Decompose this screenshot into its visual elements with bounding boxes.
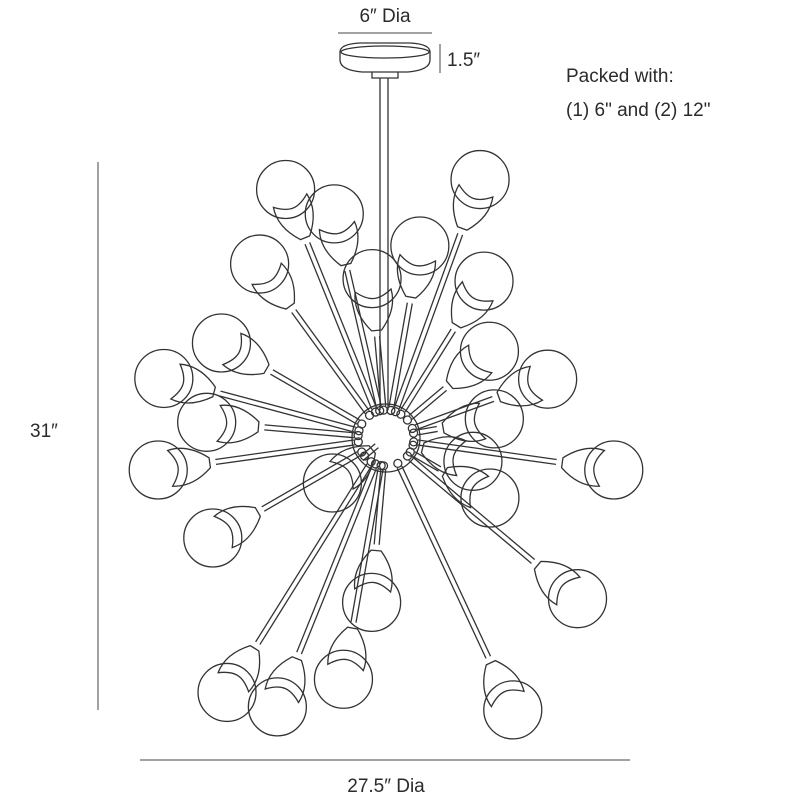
globe-bulb bbox=[459, 321, 520, 381]
tulip-shade bbox=[327, 626, 367, 672]
tulip-shade bbox=[396, 253, 437, 299]
arm bbox=[396, 251, 514, 419]
overall-width-dimension: 27.5″ Dia bbox=[140, 759, 630, 797]
arm bbox=[408, 389, 524, 449]
tulip-shade bbox=[533, 560, 582, 606]
canopy-width-dimension: 6″ Dia bbox=[338, 6, 432, 34]
canopy-diameter-label: 6″ Dia bbox=[359, 6, 411, 27]
globe-bulb bbox=[128, 440, 188, 500]
globe-bulb bbox=[341, 572, 402, 633]
globe-bulb bbox=[229, 234, 290, 294]
globe-bulb bbox=[134, 348, 194, 409]
globe-bulb bbox=[517, 349, 578, 409]
overall-height-dimension: 31″ bbox=[30, 162, 99, 710]
arm bbox=[386, 216, 450, 416]
globe-bulb bbox=[304, 184, 364, 244]
canopy-height-dimension: 1.5″ bbox=[439, 44, 480, 73]
arm bbox=[134, 348, 364, 436]
globe-bulb bbox=[450, 149, 510, 210]
overall-diameter-label: 27.5″ Dia bbox=[347, 776, 425, 797]
globe-bulb bbox=[247, 677, 308, 737]
arm bbox=[390, 149, 510, 417]
arm bbox=[255, 159, 381, 417]
tulip-shade bbox=[215, 404, 260, 444]
tulip-shade bbox=[483, 659, 525, 708]
arm bbox=[197, 457, 376, 723]
globe-bulb bbox=[197, 662, 257, 723]
globe-bulb bbox=[464, 389, 524, 449]
ceiling-canopy bbox=[339, 42, 431, 79]
globe-bulb bbox=[255, 159, 316, 220]
tulip-shade bbox=[166, 447, 212, 487]
arm bbox=[341, 461, 402, 633]
packed-with-note: Packed with: (1) 6" and (2) 12" bbox=[566, 66, 710, 121]
tulip-shade bbox=[450, 280, 494, 329]
globe-bulb bbox=[547, 569, 608, 629]
tulip-shade bbox=[445, 344, 493, 390]
arm bbox=[191, 313, 367, 429]
globe-bulb bbox=[584, 440, 644, 500]
arm bbox=[407, 349, 578, 434]
center-hub bbox=[351, 403, 421, 473]
arm bbox=[177, 392, 363, 452]
arm bbox=[342, 248, 402, 415]
tulip-shade bbox=[441, 402, 487, 443]
globe-bulb bbox=[313, 649, 374, 709]
globe-bulb bbox=[342, 248, 402, 309]
downrod bbox=[379, 78, 389, 410]
canopy-height-label: 1.5″ bbox=[447, 50, 480, 71]
tulip-shade bbox=[217, 644, 261, 693]
arm bbox=[247, 459, 381, 737]
arm bbox=[393, 458, 543, 740]
tulip-shade bbox=[264, 656, 306, 704]
chandelier-arms bbox=[128, 149, 644, 740]
tulip-shade bbox=[212, 505, 262, 549]
globe-bulb bbox=[454, 251, 514, 311]
globe-bulb bbox=[183, 508, 243, 568]
tulip-shade bbox=[318, 220, 359, 267]
overall-height-label: 31″ bbox=[30, 421, 58, 442]
arm bbox=[402, 321, 520, 425]
tulip-shade bbox=[354, 287, 394, 332]
arm bbox=[304, 184, 385, 416]
arm bbox=[313, 460, 386, 709]
globe-bulb bbox=[390, 216, 450, 276]
globe-bulb bbox=[483, 680, 543, 740]
arm bbox=[409, 437, 644, 500]
globe-bulb bbox=[191, 313, 252, 373]
packed-with-rods: (1) 6" and (2) 12" bbox=[566, 100, 710, 121]
tulip-shade bbox=[560, 447, 606, 487]
arm bbox=[402, 451, 608, 629]
arm bbox=[229, 234, 375, 420]
tulip-shade bbox=[272, 192, 314, 241]
arm bbox=[408, 431, 503, 491]
tulip-shade bbox=[221, 332, 270, 376]
globe-bulb bbox=[177, 392, 237, 452]
packed-with-title: Packed with: bbox=[566, 66, 674, 87]
globe-bulb bbox=[443, 431, 503, 491]
